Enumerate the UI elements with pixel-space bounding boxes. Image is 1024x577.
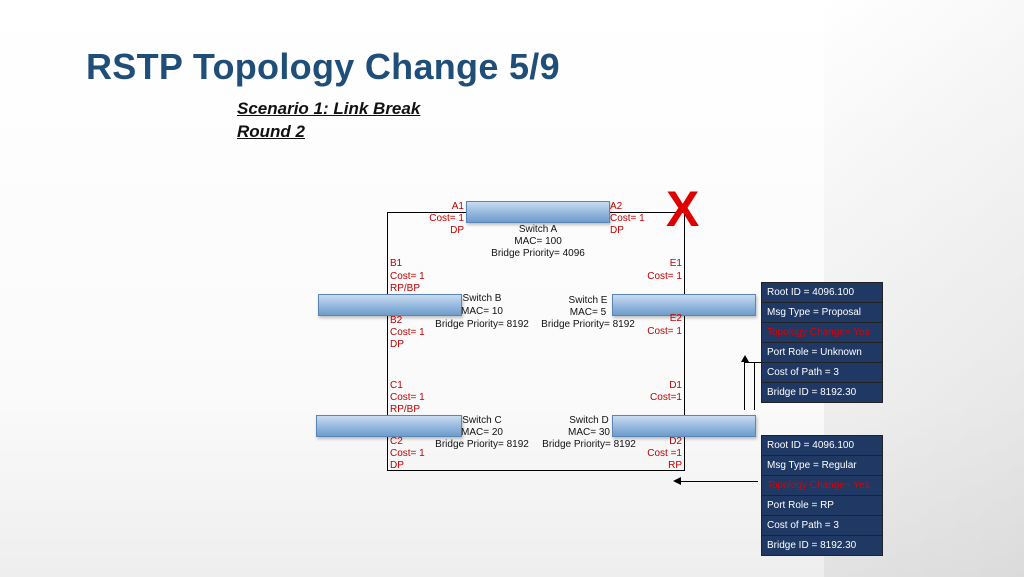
port-c1-id: C1 bbox=[390, 380, 403, 391]
switch-b-mac: MAC= 10 bbox=[461, 306, 503, 317]
link-break-x-icon: X bbox=[666, 181, 700, 237]
port-a1-cost: Cost= 1 bbox=[429, 213, 464, 224]
bpdu-top-root-id: Root ID = 4096.100 bbox=[762, 283, 882, 303]
switch-e-mac: MAC= 5 bbox=[569, 307, 607, 318]
port-e2-cost: Cost= 1 bbox=[647, 326, 682, 337]
arrow-top-horizontal bbox=[745, 362, 761, 363]
slide-title: RSTP Topology Change 5/9 bbox=[86, 46, 560, 87]
bpdu-top-msg-type: Msg Type = Proposal bbox=[762, 303, 882, 323]
bpdu-regular-box: Root ID = 4096.100 Msg Type = Regular To… bbox=[761, 435, 883, 556]
bpdu-bottom-topology-change: Topology Change= Yes bbox=[762, 476, 882, 496]
switch-d-icon bbox=[612, 415, 756, 437]
arrow-left-icon bbox=[673, 477, 681, 485]
port-e1-id: E1 bbox=[669, 258, 682, 269]
port-d2-cost: Cost =1 bbox=[647, 448, 682, 459]
switch-d-mac: MAC= 30 bbox=[568, 427, 610, 438]
port-b1-cost: Cost= 1 bbox=[390, 271, 425, 282]
port-d1-id: D1 bbox=[669, 380, 682, 391]
bpdu-bottom-msg-type: Msg Type = Regular bbox=[762, 456, 882, 476]
port-c1-cost: Cost= 1 bbox=[390, 392, 425, 403]
switch-c-icon bbox=[316, 415, 462, 437]
arrow-up-connector bbox=[744, 362, 745, 410]
switch-b-icon bbox=[318, 294, 462, 316]
bpdu-proposal-box: Root ID = 4096.100 Msg Type = Proposal T… bbox=[761, 282, 883, 403]
arrow-up-line bbox=[754, 362, 755, 410]
bpdu-bottom-bridge-id: Bridge ID = 8192.30 bbox=[762, 536, 882, 556]
switch-c-name: Switch C bbox=[462, 415, 502, 426]
switch-a-mac: MAC= 100 bbox=[514, 236, 562, 247]
scenario-label: Scenario 1: Link Break bbox=[237, 99, 421, 118]
round-label: Round 2 bbox=[237, 122, 305, 141]
link-bottom bbox=[387, 470, 685, 471]
switch-b-name: Switch B bbox=[462, 293, 502, 304]
switch-e-priority: Bridge Priority= 8192 bbox=[541, 319, 635, 330]
switch-c-priority: Bridge Priority= 8192 bbox=[435, 439, 529, 450]
port-c2-role: DP bbox=[390, 460, 404, 471]
bpdu-top-topology-change: Topology Change= Yes bbox=[762, 323, 882, 343]
switch-a-icon bbox=[466, 201, 610, 223]
switch-e-name: Switch E bbox=[568, 295, 608, 306]
port-c2-id: C2 bbox=[390, 436, 403, 447]
switch-c-mac: MAC= 20 bbox=[461, 427, 503, 438]
port-d2-role: RP bbox=[668, 460, 682, 471]
port-b1-role: RP/BP bbox=[390, 283, 421, 294]
port-e2-id: E2 bbox=[669, 313, 682, 324]
port-b2-id: B2 bbox=[390, 315, 403, 326]
port-a2-role: DP bbox=[610, 225, 624, 236]
port-d1-cost: Cost=1 bbox=[650, 392, 682, 403]
port-e1-cost: Cost= 1 bbox=[647, 271, 682, 282]
bpdu-top-bridge-id: Bridge ID = 8192.30 bbox=[762, 383, 882, 403]
switch-d-priority: Bridge Priority= 8192 bbox=[542, 439, 636, 450]
switch-e-icon bbox=[612, 294, 756, 316]
switch-d-name: Switch D bbox=[569, 415, 609, 426]
port-c2-cost: Cost= 1 bbox=[390, 448, 425, 459]
port-a2-id: A2 bbox=[610, 201, 623, 212]
port-a1-id: A1 bbox=[451, 201, 464, 212]
port-c1-role: RP/BP bbox=[390, 404, 421, 415]
switch-b-priority: Bridge Priority= 8192 bbox=[435, 319, 529, 330]
arrow-up-icon bbox=[741, 355, 749, 362]
bpdu-bottom-port-role: Port Role = RP bbox=[762, 496, 882, 516]
port-d2-id: D2 bbox=[669, 436, 682, 447]
switch-a-priority: Bridge Priority= 4096 bbox=[491, 248, 585, 259]
arrow-left-line bbox=[680, 481, 758, 482]
switch-a-name: Switch A bbox=[518, 224, 558, 235]
link-right bbox=[684, 212, 685, 470]
bpdu-bottom-cost-of-path: Cost of Path = 3 bbox=[762, 516, 882, 536]
bpdu-bottom-root-id: Root ID = 4096.100 bbox=[762, 436, 882, 456]
port-b2-cost: Cost= 1 bbox=[390, 327, 425, 338]
port-a2-cost: Cost= 1 bbox=[610, 213, 645, 224]
bpdu-top-port-role: Port Role = Unknown bbox=[762, 343, 882, 363]
link-left bbox=[387, 212, 388, 470]
port-b1-id: B1 bbox=[390, 258, 403, 269]
port-b2-role: DP bbox=[390, 339, 404, 350]
bpdu-top-cost-of-path: Cost of Path = 3 bbox=[762, 363, 882, 383]
port-a1-role: DP bbox=[450, 225, 464, 236]
